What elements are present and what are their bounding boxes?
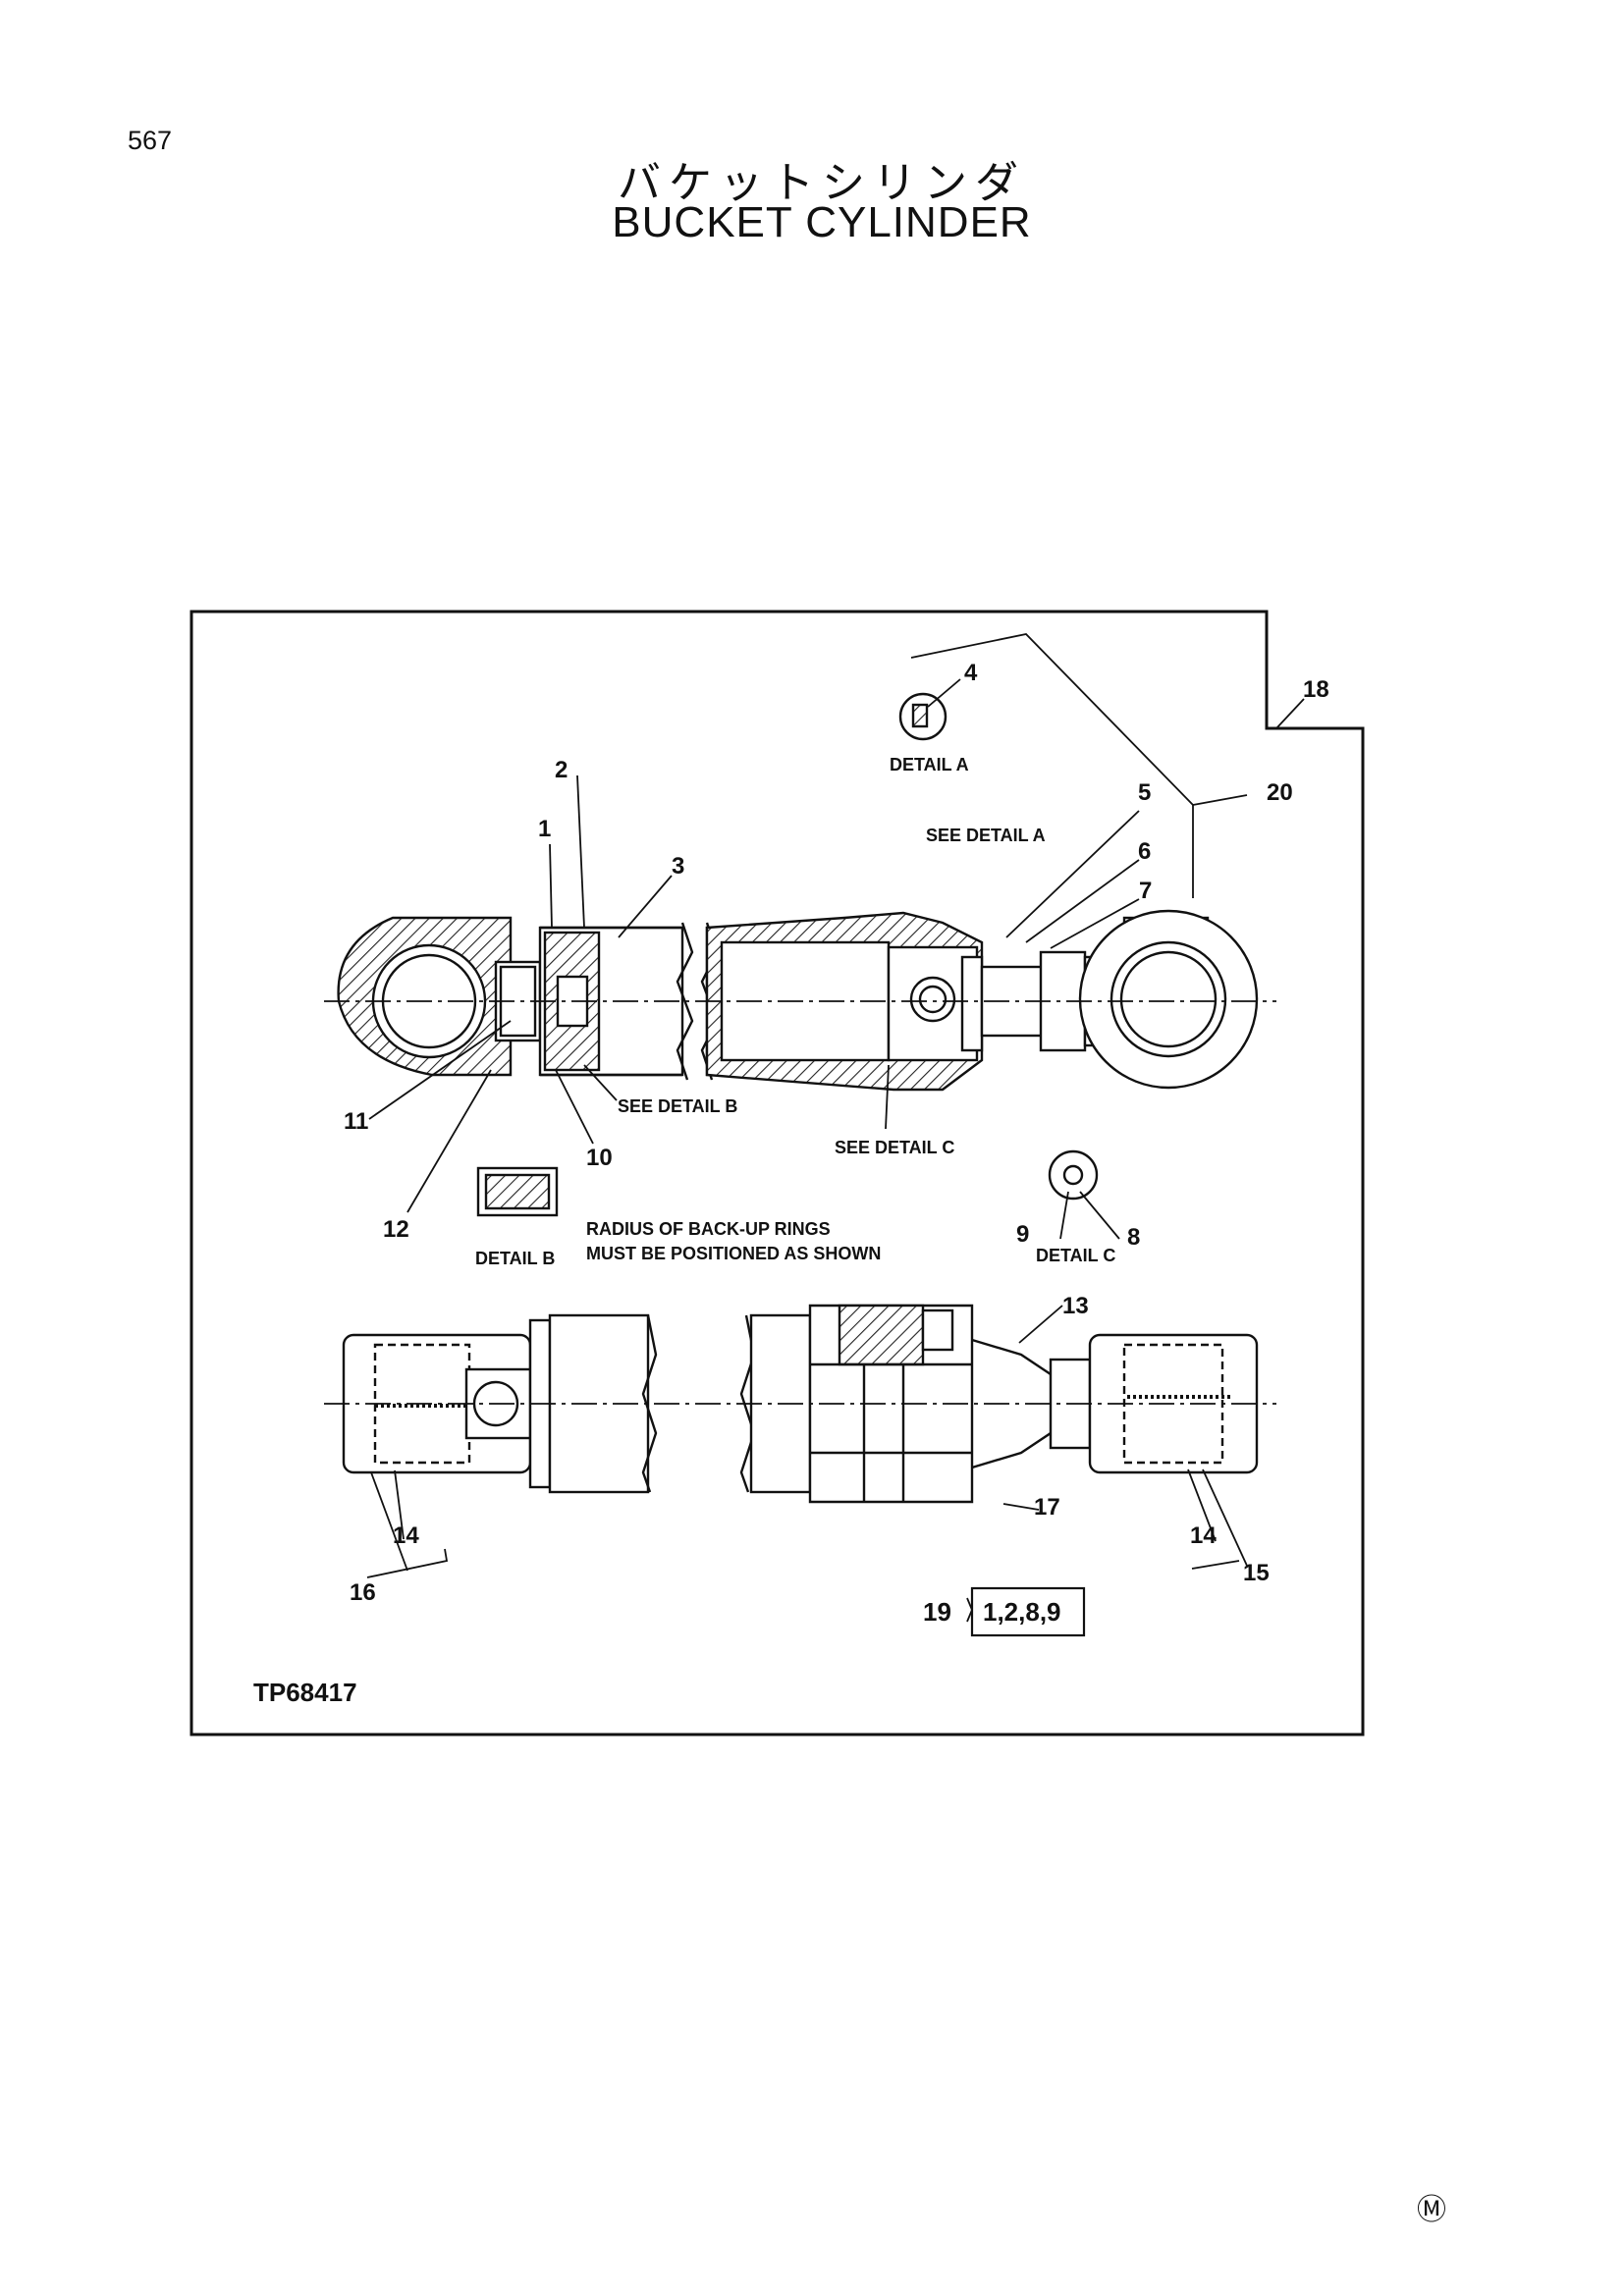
callout-3: 3	[672, 853, 684, 880]
see-detail-a-label: SEE DETAIL A	[926, 826, 1046, 845]
manufacturer-mark: Ⓜ	[1417, 2194, 1446, 2226]
callout-9: 9	[1016, 1221, 1029, 1248]
detail-a-label: DETAIL A	[890, 755, 969, 774]
diagram-frame	[189, 610, 1365, 1736]
callout-19: 19	[923, 1597, 951, 1627]
callout-17: 17	[1034, 1494, 1060, 1521]
kit-items: 1,2,8,9	[983, 1597, 1061, 1627]
callout-15: 15	[1243, 1560, 1270, 1586]
figure-id: TP68417	[253, 1678, 357, 1707]
callout-1: 1	[538, 816, 551, 842]
callout-14-right: 14	[1190, 1522, 1217, 1549]
callout-4: 4	[964, 660, 978, 686]
detail-a-inset	[898, 692, 947, 741]
note-line-2: MUST BE POSITIONED AS SHOWN	[586, 1244, 881, 1263]
callout-11: 11	[344, 1108, 368, 1135]
callout-12: 12	[383, 1216, 409, 1243]
kit-box	[970, 1586, 1086, 1637]
detail-b-label: DETAIL B	[475, 1249, 555, 1268]
cylinder-external-view	[324, 1304, 1276, 1504]
see-detail-b-label: SEE DETAIL B	[618, 1096, 737, 1116]
callout-14-left: 14	[393, 1522, 419, 1549]
page-title-japanese: バケットシリンダ	[618, 158, 1026, 208]
see-detail-c-label: SEE DETAIL C	[835, 1138, 954, 1157]
callout-7: 7	[1139, 878, 1152, 904]
callout-2: 2	[555, 757, 568, 783]
detail-c-label: DETAIL C	[1036, 1246, 1115, 1265]
callout-6: 6	[1138, 838, 1151, 865]
note-line-1: RADIUS OF BACK-UP RINGS	[586, 1219, 831, 1239]
callout-8: 8	[1127, 1224, 1140, 1251]
page-title: BUCKET CYLINDER	[612, 198, 1032, 246]
callout-13: 13	[1062, 1293, 1089, 1319]
detail-c-inset	[1048, 1149, 1099, 1201]
callout-10: 10	[586, 1145, 613, 1171]
cylinder-section-view	[324, 909, 1276, 1092]
page-number: 567	[128, 126, 173, 155]
callout-18: 18	[1303, 676, 1329, 703]
callout-5: 5	[1138, 779, 1151, 806]
detail-b-inset	[476, 1166, 559, 1217]
leader-lines	[366, 633, 1305, 1623]
callout-16: 16	[350, 1579, 376, 1606]
callout-20: 20	[1267, 779, 1293, 806]
